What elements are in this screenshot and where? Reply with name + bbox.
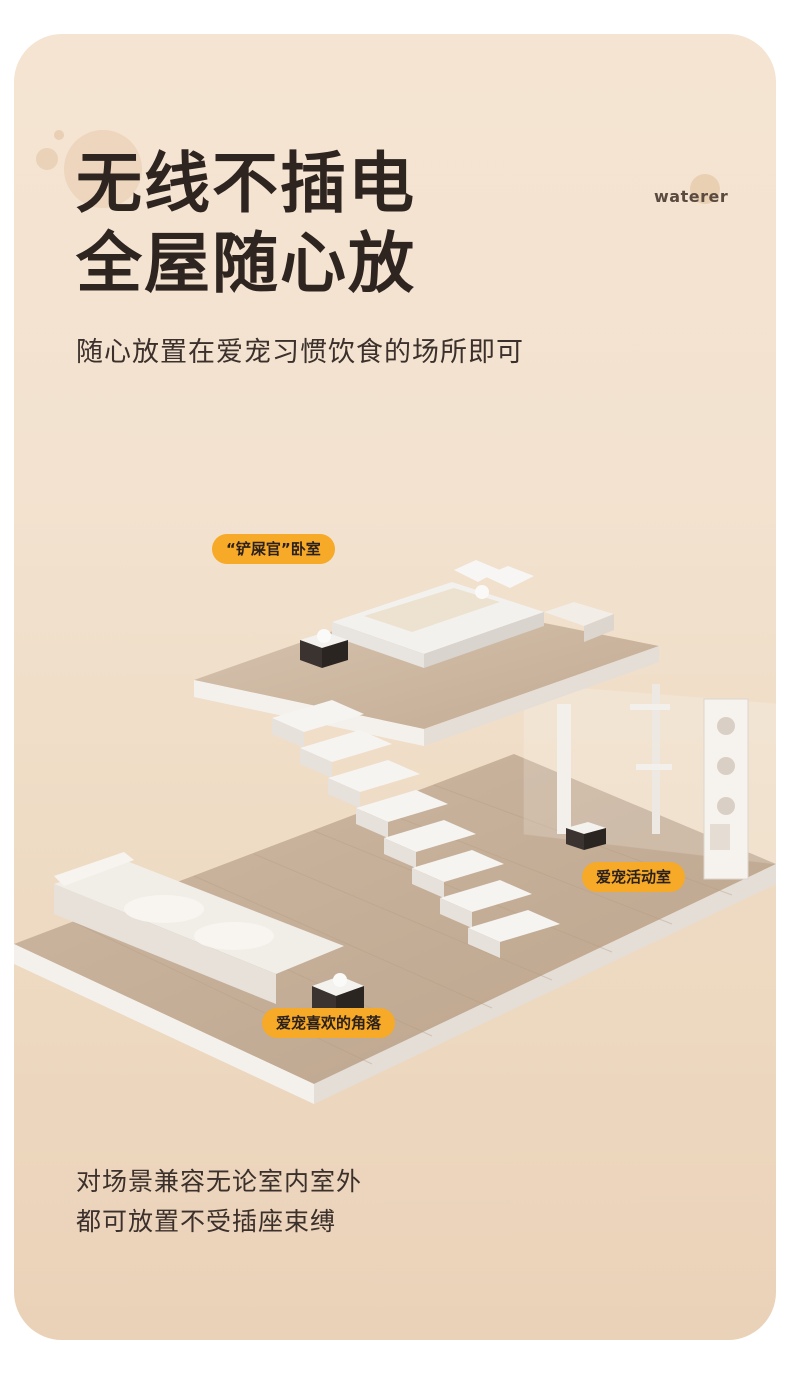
tag-activity-room: 爱宠活动室 [582, 862, 686, 892]
decor-circle-small [54, 130, 64, 140]
headline: 无线不插电 全屋随心放 [76, 144, 416, 304]
water-dispenser-bedroom-icon [300, 629, 348, 668]
headline-line-2: 全屋随心放 [76, 225, 416, 302]
decor-circle-medium [36, 148, 58, 170]
subtitle: 随心放置在爱宠习惯饮食的场所即可 [76, 337, 524, 368]
sofa [54, 852, 344, 1004]
room-scene-illustration [14, 560, 776, 1104]
bed [332, 560, 544, 668]
brand-label: waterer [654, 187, 729, 206]
water-dispenser-activity-icon [566, 822, 606, 850]
support-column [557, 704, 571, 834]
tag-bedroom: “铲屎官”卧室 [212, 534, 335, 564]
staircase [272, 700, 560, 958]
loft-bench [544, 602, 614, 642]
decor-circle-large [64, 130, 142, 208]
tag-favorite-corner: 爱宠喜欢的角落 [262, 1008, 396, 1038]
background-card: 无线不插电 全屋随心放 waterer 随心放置在爱宠习惯饮食的场所即可 [14, 34, 776, 1340]
brand-dot [690, 174, 720, 204]
footer-line-2: 都可放置不受插座束缚 [76, 1207, 337, 1236]
headline-line-1: 无线不插电 [76, 145, 416, 222]
footer-line-1: 对场景兼容无论室内室外 [76, 1167, 363, 1196]
footer-description: 对场景兼容无论室内室外 都可放置不受插座束缚 [76, 1162, 362, 1242]
cat-tree [630, 684, 749, 880]
